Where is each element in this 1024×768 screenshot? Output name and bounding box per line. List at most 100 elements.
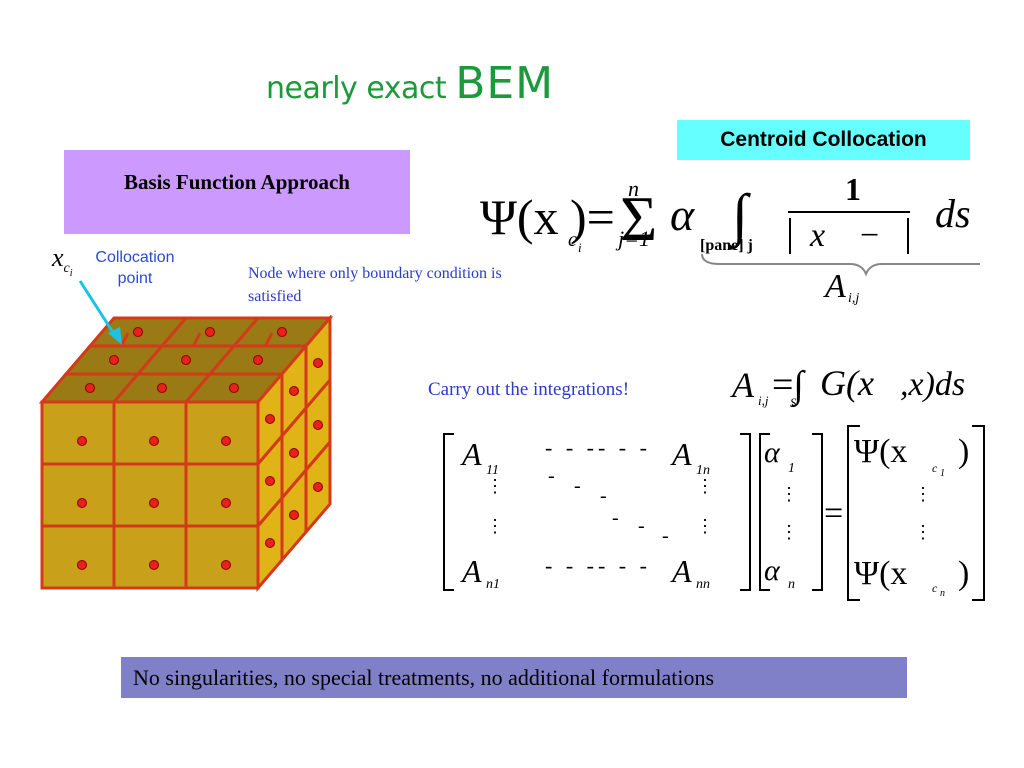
eq-numerator: 1 <box>845 172 861 207</box>
cube-front-cell <box>184 524 260 590</box>
aij-sub: i,j <box>758 393 769 408</box>
collocation-arrow <box>78 280 122 345</box>
collocation-dot <box>221 560 231 570</box>
aij-rest: G(x <box>820 363 874 403</box>
diag-dash-4: - <box>612 507 619 529</box>
collocation-dot <box>77 560 87 570</box>
eq-domain: [pane] j <box>700 237 753 254</box>
slide-title: nearly exact BEM <box>266 58 686 109</box>
vector-psi-bracket-left <box>847 425 860 601</box>
collocation-dot <box>205 327 215 337</box>
cube-front-cell <box>40 400 116 466</box>
collocation-dot <box>253 355 263 365</box>
psi-n-close: ) <box>958 555 969 592</box>
underbrace <box>701 253 980 277</box>
col1-dots: ⋮ <box>486 476 504 496</box>
collocation-point-label: Collocation point <box>95 249 175 287</box>
title-bem: BEM <box>455 58 555 109</box>
eq-denom: x <box>809 217 825 254</box>
cube-diagram <box>38 315 334 593</box>
coln-dots: ⋮ <box>696 476 714 496</box>
collocation-dot <box>149 560 159 570</box>
collocation-dot <box>133 327 143 337</box>
eq-lhs-sub: c <box>568 229 577 251</box>
alpha-1-sub: 1 <box>788 461 795 476</box>
diag-dash-2: - <box>574 475 581 497</box>
centroid-collocation-label: Centroid Collocation <box>677 120 970 160</box>
footer-note: No singularities, no special treatments,… <box>121 657 907 698</box>
a11: A <box>460 436 482 472</box>
a1n: A <box>670 436 692 472</box>
title-prefix: nearly exact <box>266 71 456 106</box>
collocation-sub: ci <box>63 261 73 279</box>
arrow-line <box>78 280 118 338</box>
collocation-dot <box>109 355 119 365</box>
ann-sub: nn <box>696 577 710 592</box>
psi-1-sub: c <box>932 461 938 475</box>
collocation-dot <box>265 414 275 424</box>
collocation-dot <box>157 383 167 393</box>
alpha-n: α <box>764 554 781 587</box>
alpha-1: α <box>764 436 781 469</box>
psi-1: Ψ(x <box>854 433 907 470</box>
cube-front-cell <box>112 400 188 466</box>
sigma-icon: Σ <box>620 183 657 254</box>
collocation-dot <box>289 510 299 520</box>
aij-equation: A i,j =∫ S G(x ,x)ds <box>730 363 965 410</box>
cube-front-cell <box>112 462 188 528</box>
aij-a: A <box>730 365 755 405</box>
collocation-dot <box>221 498 231 508</box>
matrix-a-bracket-left <box>443 433 454 591</box>
carry-out-note: Carry out the integrations! <box>428 379 630 400</box>
eq-coef: α <box>670 189 695 240</box>
eq-minus: − <box>860 217 879 254</box>
cube-front-cell <box>40 524 116 590</box>
cube-mesh <box>38 315 334 593</box>
ann: A <box>670 553 692 589</box>
eq-lhs: Ψ(x <box>480 189 559 245</box>
collocation-dot <box>289 386 299 396</box>
psi-n-sub: c <box>932 581 938 595</box>
diag-dash-6: - <box>662 525 669 547</box>
arrow-head-icon <box>108 327 122 345</box>
eq-close: )= <box>570 189 615 245</box>
matrix-system: A 11 A 1n A n1 A nn - - -- - - - - -- - … <box>443 425 985 601</box>
vector-alpha-bracket-right <box>812 433 823 591</box>
an1-sub: n1 <box>486 577 500 592</box>
aij-eq: =∫ <box>772 364 806 408</box>
col1-dots-2: ⋮ <box>486 516 504 536</box>
diag-dash-1: - <box>548 465 555 487</box>
main-equation: Ψ(x c i )= n Σ j=1 α ∫ [pane] j 1 x − ds… <box>480 172 980 306</box>
eq-tail: ds <box>935 191 971 236</box>
cube-edge-tick <box>120 332 130 346</box>
eq-sum-bottom: j=1 <box>615 226 650 251</box>
cube-front-cell <box>112 524 188 590</box>
collocation-dot <box>313 420 323 430</box>
psi-dots: ⋮ <box>914 484 932 504</box>
cube-front-cell <box>184 400 260 466</box>
collocation-dot <box>313 358 323 368</box>
collocation-dot <box>77 436 87 446</box>
alpha-dots: ⋮ <box>780 484 798 504</box>
collocation-dot <box>149 436 159 446</box>
aij-tail: ,x)ds <box>900 366 965 403</box>
node-note: Node where only boundary condition is sa… <box>248 265 502 305</box>
eq-lhs-subsub: i <box>578 240 582 255</box>
psi-n: Ψ(x <box>854 555 907 592</box>
psi-1-subsub: 1 <box>940 468 945 479</box>
psi-dots-2: ⋮ <box>914 522 932 542</box>
row1-dashes: - - -- - - <box>545 435 651 460</box>
coln-dots-2: ⋮ <box>696 516 714 536</box>
collocation-x: x <box>52 243 64 272</box>
collocation-dot <box>85 383 95 393</box>
collocation-dot <box>221 436 231 446</box>
alpha-n-sub: n <box>788 577 795 592</box>
basis-function-label: Basis Function Approach <box>64 150 410 234</box>
collocation-dot <box>149 498 159 508</box>
aij-domain: S <box>790 395 797 410</box>
vector-psi-bracket-right <box>972 425 985 601</box>
collocation-dot <box>77 498 87 508</box>
collocation-dot <box>277 327 287 337</box>
cube-edge-tick <box>264 332 274 346</box>
collocation-dot <box>181 355 191 365</box>
